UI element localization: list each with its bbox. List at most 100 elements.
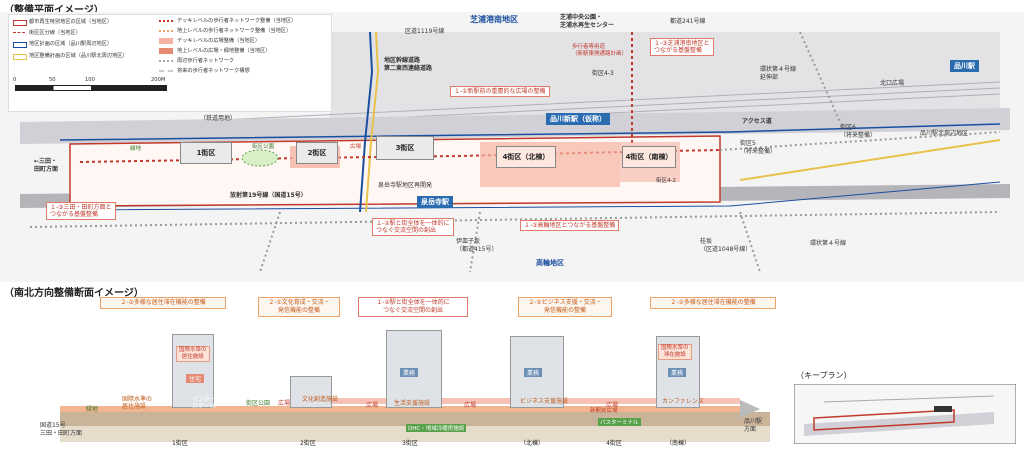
legend: 都市再生特別地区の区域（当地区） 街区区分線（当地区） 地区計画の区域（品川駅周… (8, 14, 332, 112)
legend-swatch (13, 54, 27, 60)
ground-plaza: 広場 (464, 402, 477, 409)
ground-biz: ビジネス支援施設 (520, 398, 569, 405)
label-access-road: アクセス道 (742, 118, 772, 125)
legend-swatch (159, 20, 173, 22)
district-label: 3街区 (402, 440, 418, 447)
label-mita: ←三田・ 田町方面 (34, 158, 59, 173)
keyplan-map (794, 384, 1016, 444)
callout-shibaura: １-③芝浦港南地区と つながる基盤整備 (650, 38, 714, 56)
callout-mita: １-③三田・田町方面と つながる基盤整備 (46, 202, 116, 220)
ground-school: インターナショナル スクール (192, 396, 247, 410)
block-2: 2街区 (296, 142, 338, 164)
label-railway: （鉄道用地） (200, 115, 237, 122)
district-label: （南棟） (666, 440, 691, 447)
legend-swatch (13, 32, 25, 33)
legend-swatch (159, 70, 173, 72)
bldg-label: 国際水準の 居住施設 (176, 346, 210, 362)
block-1: 1街区 (180, 142, 232, 164)
legend-item: 周辺歩行者ネットワーク (177, 58, 235, 64)
ground-plaza: 広場 (606, 402, 619, 409)
bldg-label: 住宅 (186, 374, 205, 383)
label-gaiku-park: 街区公園 (252, 144, 275, 150)
scale-label: 100 (85, 77, 95, 83)
label-hokosha: 歩行者専用道 （新駅東側通路計画） (572, 44, 628, 57)
label-gaiku6: 街区6 （将来整備） (840, 124, 877, 139)
ground-new-station: 新駅前広場 (590, 408, 618, 414)
label-kanjo4: 環状第４号線 延伸部 (760, 66, 797, 81)
legend-item: デッキレベルの歩行者ネットワーク整備（当地区） (177, 18, 297, 24)
bldg-label: 業務 (668, 368, 687, 377)
building-2 (290, 376, 332, 408)
legend-item: 将来の歩行者ネットワーク構想 (177, 68, 250, 74)
label-shibaura-center: 芝浦中央公園・ 芝浦水再生センター (560, 14, 615, 29)
scale-label: 0 (13, 77, 17, 83)
scale-label: 200M (151, 77, 166, 83)
callout-takanawa: １-③高輪地区とつながる基盤整備 (520, 220, 620, 231)
label-new-station: 品川新駅（仮称） (546, 113, 610, 125)
section-callout: ２-①ビジネス支援・交流・ 発信機能の整備 (518, 297, 612, 317)
label-katsurazaka: 桂坂 （区道1048号線） (700, 238, 752, 253)
legend-item: 地区整備計画の区域（品川駅北周辺地区） (29, 53, 128, 59)
ground-plaza: 広場 (366, 402, 379, 409)
label-shinagawa-station: 品川駅 (950, 60, 979, 72)
label-shibaura: 芝浦港南地区 (470, 15, 518, 24)
block-4-south: 4街区（南棟） (622, 146, 676, 168)
ground-plaza: 広場 (278, 400, 291, 407)
legend-swatch (159, 48, 173, 54)
block-3: 3街区 (376, 136, 434, 160)
label-road2141: 都道241号線 (670, 18, 706, 25)
label-plaza: 広場 (350, 144, 362, 150)
legend-swatch (159, 30, 173, 32)
scale-bar (15, 85, 167, 91)
section-callout: １-②駅と街全体を一体的に つなぐ交流空間の創出 (358, 297, 468, 317)
callout-exchange: １-②駅と街全体を一体的に つなぐ交流空間の創出 (372, 218, 454, 236)
label-sengakuji-redev: 泉岳寺駅地区再開発 (378, 182, 433, 189)
legend-item: 地区計画の区域（品川駅周辺地区） (29, 41, 113, 47)
callout-new-station-plaza: １-①新駅前の重層的な広場の整備 (450, 86, 550, 97)
ground-park: 街区公園 (246, 400, 271, 407)
label-kita-shuhen: 品川駅北周辺地区 (920, 130, 969, 137)
end-right: 品川駅 方面 (744, 418, 763, 433)
label-gaiku43: 街区4-3 (592, 70, 614, 77)
label-green: 緑地 (130, 146, 142, 152)
label-kanjo4b: 環状第４号線 (810, 240, 847, 247)
bldg-label: 業務 (524, 368, 543, 377)
bldg-label: 業務 (400, 368, 419, 377)
section-title: （南北方向整備断面イメージ） (4, 288, 144, 299)
label-chiku-kansen: 地区幹線道路 第二東西連絡道路 (384, 57, 433, 72)
label-isarago: 伊皿子坂 （都道415号） (456, 238, 498, 253)
ground-intl: 国際水準の 居住施設 (122, 396, 153, 410)
label-takanawa: 高輪地区 (536, 259, 564, 267)
section-callout: ２-②多様な居住滞在機能の整備 (650, 297, 776, 309)
label-kitaguchi: 北口広場 (880, 80, 905, 87)
label-gaiku5: 街区5 （将来整備） (740, 140, 777, 155)
district-label: （北棟） (520, 440, 545, 447)
block-4-north: 4街区（北棟） (496, 146, 556, 168)
ground-bus: バスターミナル (598, 418, 641, 426)
legend-swatch (159, 60, 173, 62)
ground-conf: カンファレンス (662, 398, 704, 405)
section-callout: ２-②多様な居住滞在機能の整備 (100, 297, 226, 309)
ground-life: 生活支援施設 (394, 400, 431, 407)
legend-item: 地上レベルの広場・緑地整備（当地区） (177, 48, 271, 54)
legend-swatch (159, 38, 173, 44)
legend-item: デッキレベルの広場整備（当地区） (177, 38, 261, 44)
bldg-label: 国際水準の 滞在施設 (658, 344, 692, 360)
label-route15: 放射第19号線（国道15号） (230, 192, 307, 199)
plan-title: （整備平面イメージ） (4, 5, 104, 16)
ground-culture: 文化創造施設 (302, 396, 339, 403)
district-label: 2街区 (300, 440, 316, 447)
label-sengakuji-station: 泉岳寺駅 (417, 196, 453, 208)
label-road1119: 区道1119号線 (405, 28, 445, 35)
keyplan-title: （キープラン） (796, 371, 852, 380)
district-label: 4街区 (606, 440, 622, 447)
legend-item: 都市再生特別地区の区域（当地区） (29, 19, 113, 25)
legend-swatch (13, 20, 27, 26)
end-left: 国道15号 三田・田町方面 (40, 422, 83, 437)
legend-item: 地上レベルの歩行者ネットワーク整備（当地区） (177, 28, 292, 34)
legend-item: 街区区分線（当地区） (29, 30, 81, 36)
district-label: 1街区 (172, 440, 188, 447)
scale-label: 50 (49, 77, 56, 83)
ground-dhc: DHC・地域冷暖房施設 (406, 424, 467, 432)
ground-green: 緑地 (86, 406, 99, 413)
